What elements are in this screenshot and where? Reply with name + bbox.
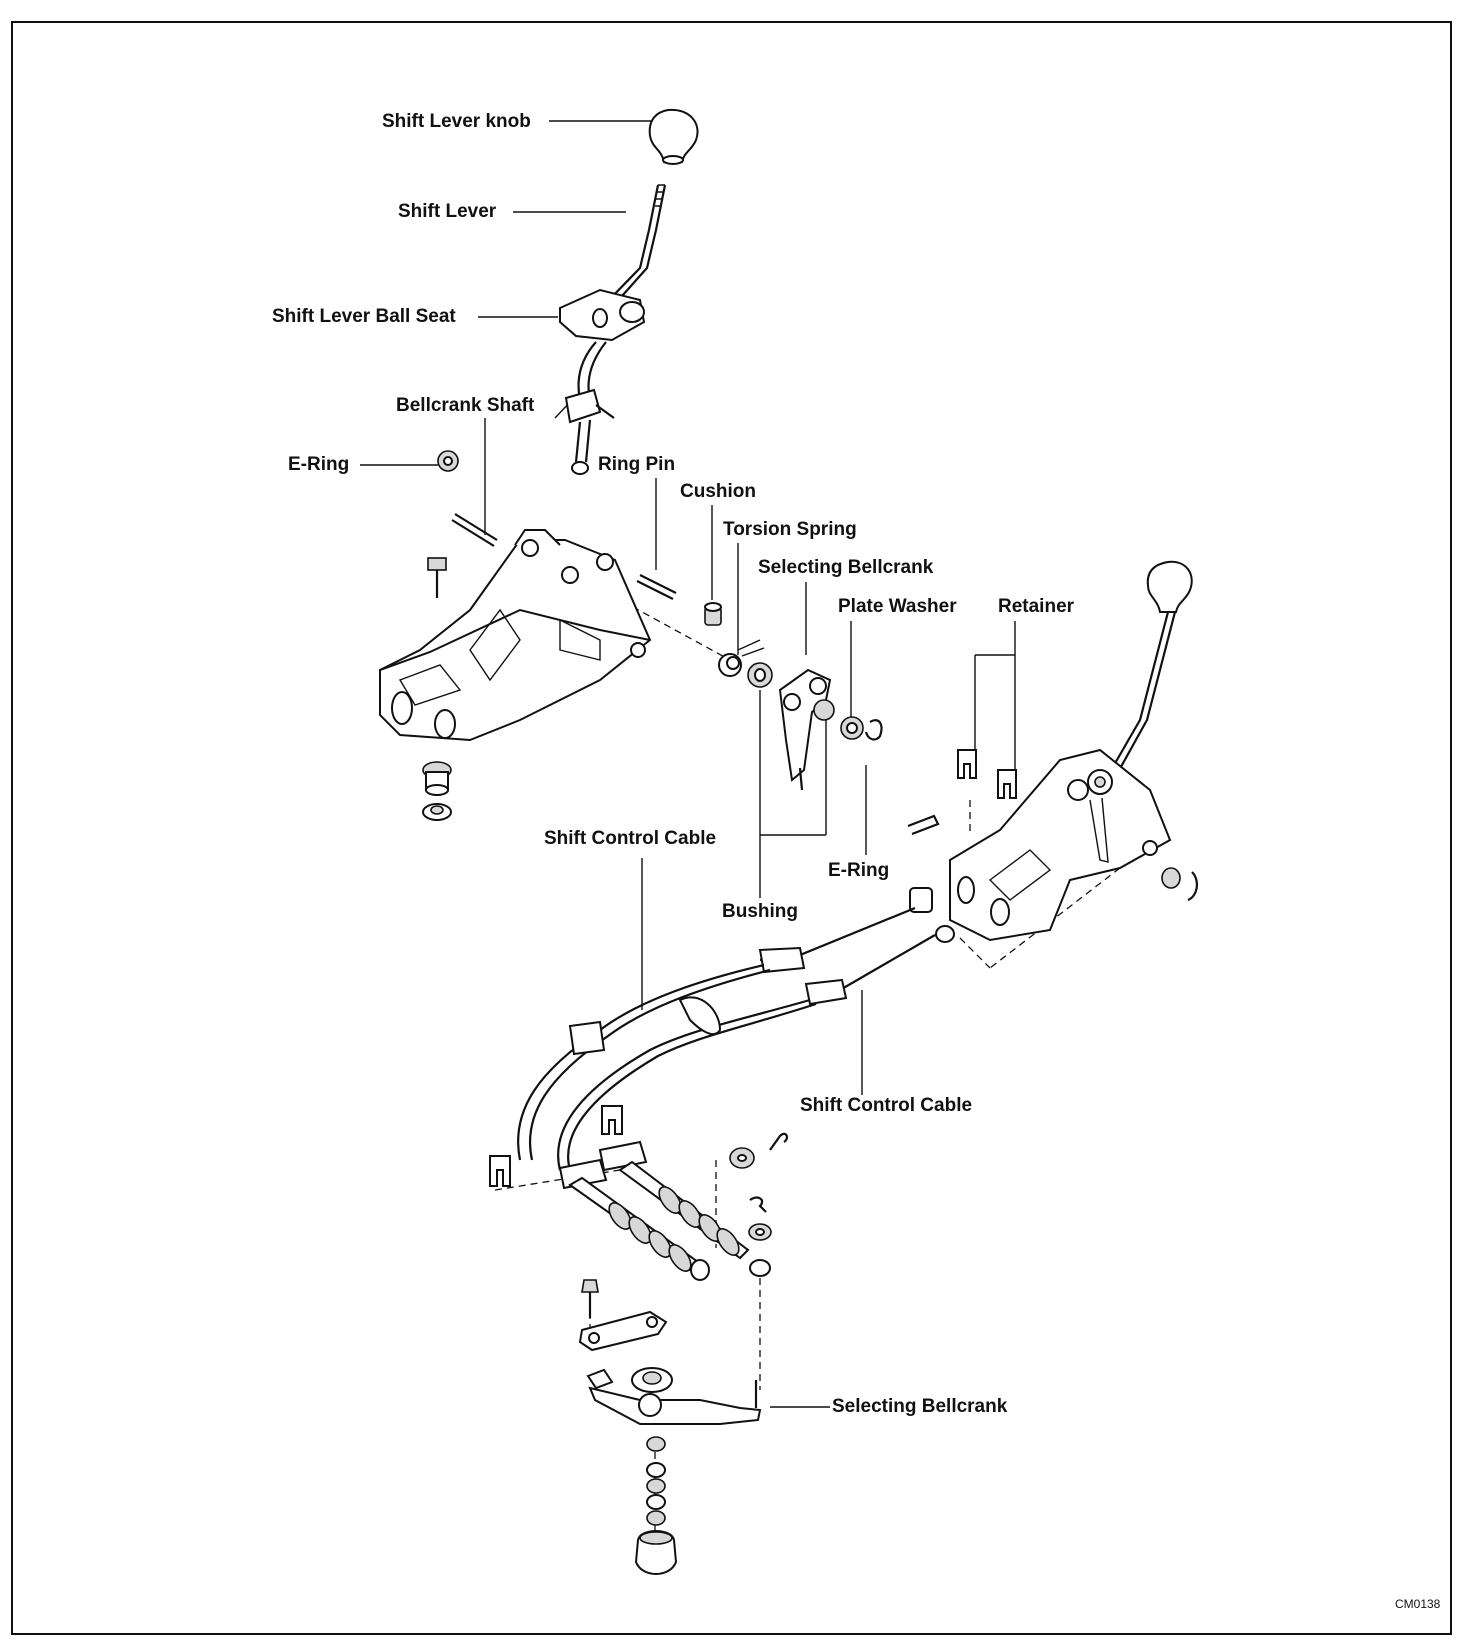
ring-pin	[636, 574, 677, 600]
e-ring-mid-part	[864, 719, 883, 741]
shift-lever-housing	[379, 529, 652, 742]
label-e-ring-mid: E-Ring	[828, 860, 889, 881]
label-ring-pin: Ring Pin	[598, 454, 675, 475]
retainer-clips-lower	[489, 1105, 623, 1187]
label-bellcrank-shaft: Bellcrank Shaft	[396, 395, 535, 416]
cable-boot-left	[568, 1176, 710, 1281]
label-shift-lever: Shift Lever	[398, 201, 497, 222]
torsion-spring-part	[718, 639, 765, 677]
cable-clip-top	[907, 814, 940, 836]
washer-right	[1161, 867, 1198, 902]
shift-lever-knob	[648, 108, 699, 163]
label-shift-lever-ball-seat: Shift Lever Ball Seat	[272, 306, 456, 327]
lower-washers	[729, 1132, 789, 1241]
housing-bolt	[427, 557, 447, 598]
bushing-part	[747, 662, 773, 688]
leader-lines	[360, 120, 1016, 1408]
cushion-part	[704, 602, 722, 626]
label-shift-control-cable-bottom: Shift Control Cable	[800, 1095, 972, 1116]
housing-grommet	[422, 761, 452, 821]
retainer-clips-right	[957, 749, 1017, 799]
label-cushion: Cushion	[680, 481, 756, 502]
label-selecting-bellcrank-top: Selecting Bellcrank	[758, 557, 934, 578]
label-retainer: Retainer	[998, 596, 1075, 617]
e-ring-top-part	[437, 450, 459, 472]
label-torsion-spring: Torsion Spring	[723, 519, 857, 540]
label-shift-control-cable-top: Shift Control Cable	[544, 828, 716, 849]
cable-boot-right	[618, 1160, 771, 1277]
selecting-bellcrank-lower	[578, 1279, 762, 1575]
shift-lever-assembly-top	[559, 108, 699, 475]
bellcrank-shaft-pin	[451, 513, 498, 547]
plate-washer-part	[840, 716, 864, 740]
label-e-ring-top: E-Ring	[288, 454, 349, 475]
shift-lever-assembly-right	[949, 560, 1193, 942]
selecting-bellcrank-upper	[778, 668, 835, 791]
shift-control-cables	[517, 887, 955, 1281]
diagram-frame	[11, 21, 1452, 1635]
figure-code: CM0138	[1395, 1597, 1441, 1611]
label-plate-washer: Plate Washer	[838, 596, 957, 617]
label-selecting-bellcrank-bottom: Selecting Bellcrank	[832, 1396, 1008, 1417]
shift-lever-rod	[605, 184, 660, 304]
label-bushing: Bushing	[722, 901, 798, 922]
label-shift-lever-knob: Shift Lever knob	[382, 111, 531, 132]
